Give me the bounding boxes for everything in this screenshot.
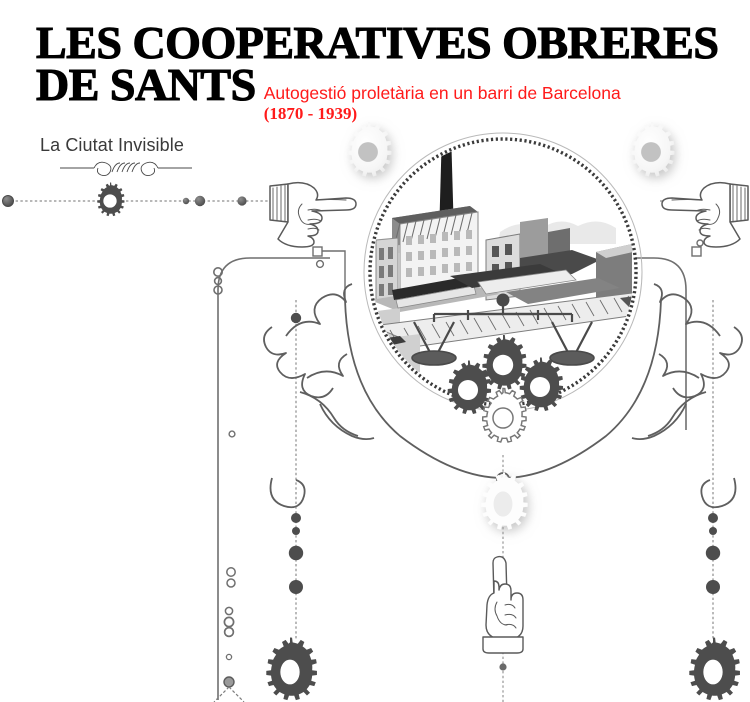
- hand-pointing-right-icon: [269, 181, 357, 248]
- hand-pointing-up-icon: [482, 555, 524, 654]
- poster-title-line-2: DE SANTS: [35, 59, 256, 111]
- gear-bottom-left: [266, 637, 317, 701]
- gear-top-right: [630, 122, 675, 177]
- poster-title-line-1: LES COOPERATIVES OBRERES: [35, 17, 719, 68]
- gear-bottom-right: [689, 637, 740, 701]
- ornamental-divider: [60, 159, 192, 177]
- gear-cluster: [447, 335, 564, 443]
- gear-top-left: [347, 122, 392, 177]
- left-bracket-line: [217, 257, 330, 700]
- hand-pointing-left-icon: [661, 181, 749, 248]
- left-bracket-beads: [213, 266, 245, 702]
- right-bracket-line: [600, 257, 687, 430]
- publisher-name: La Ciutat Invisible: [40, 135, 184, 156]
- gear-left-rail: [97, 182, 125, 217]
- flourish-left: [263, 283, 375, 509]
- left-bead-chain: [288, 300, 304, 640]
- right-bead-chain: [705, 300, 721, 640]
- flourish-right: [631, 283, 743, 509]
- title-block: LES COOPERATIVES OBRERES DE SANTS Autoge…: [35, 17, 736, 177]
- gear-center-white: [481, 472, 528, 530]
- balance-scales: [411, 293, 595, 366]
- left-bracket-node: [312, 246, 346, 300]
- poster-subtitle-years: (1870 - 1939): [263, 103, 358, 123]
- subtitle-group: Autogestió proletària en un barri de Bar…: [264, 84, 621, 123]
- right-bracket-node: [691, 239, 704, 257]
- poster-subtitle: Autogestió proletària en un barri de Bar…: [263, 83, 621, 104]
